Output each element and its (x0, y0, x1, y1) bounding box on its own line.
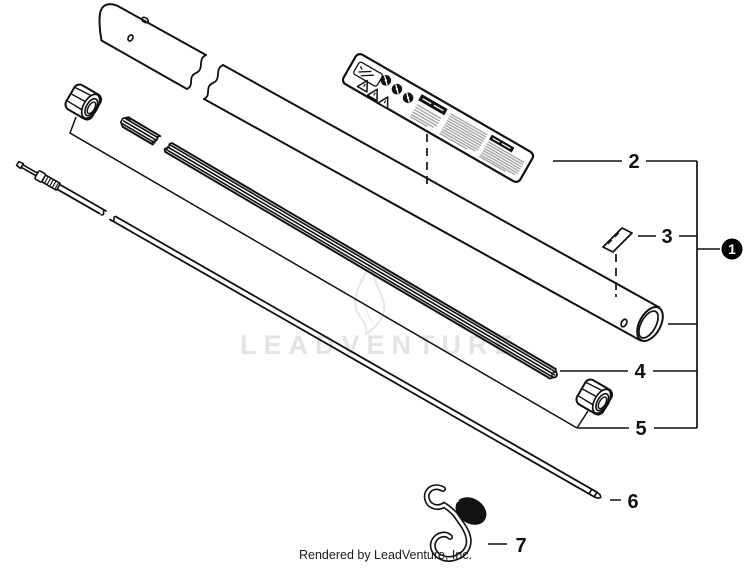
bushing-lower-part (575, 378, 614, 416)
bushing-facet-lines (67, 87, 92, 112)
cable-end-tip (588, 488, 602, 500)
bushing-facet-lines (578, 382, 603, 407)
tube-end-cap (98, 3, 122, 42)
hanger-hook-part (423, 484, 487, 562)
flexible-drive-shaft-part (15, 160, 602, 500)
callout-3[interactable]: 3 (661, 226, 672, 248)
prohibition-circle-icons (380, 75, 414, 104)
liner-tip-boss (551, 371, 558, 379)
decal-plate-marks (607, 232, 620, 245)
decal-plate-part (602, 227, 633, 253)
bushing-upper-part (64, 83, 103, 121)
flame-outline (354, 261, 386, 337)
callout-2[interactable]: 2 (628, 151, 639, 173)
hook-pad (455, 497, 487, 525)
shaft-thin-rod (20, 163, 39, 177)
tube-top-edge-b (222, 64, 661, 309)
tube-mount-hole-1 (140, 16, 150, 24)
knurl-lines (43, 175, 60, 190)
callout-7[interactable]: 7 (515, 535, 526, 557)
tube-bottom-edge-a (100, 39, 188, 90)
tube-mouth-inner (638, 310, 659, 339)
tube-mouth-outer (636, 306, 664, 342)
bushing-bore-inner (86, 101, 97, 115)
warning-label-sticker (341, 53, 535, 183)
tube-break-squiggle-2 (203, 64, 224, 100)
drive-shaft-liner-part (119, 116, 558, 380)
callout-5[interactable]: 5 (635, 418, 646, 440)
cable-segment-b (109, 215, 598, 498)
liner-right-tip (549, 368, 558, 380)
warning-header-bar-1 (418, 94, 448, 116)
hook-wire-core (425, 485, 471, 561)
cable-segment-a (56, 183, 107, 215)
leadventure-watermark-text: LEADVENTURE (240, 330, 520, 360)
tube-mount-hole-3 (620, 318, 628, 328)
warning-triangle-icons (356, 79, 389, 110)
decal-plate-outline (602, 227, 633, 253)
liner-break-squiggle-1 (151, 135, 161, 146)
callout-1-circle[interactable] (721, 238, 743, 260)
tube-bottom-edge-b (203, 98, 642, 342)
callout-leader-lines (69, 116, 720, 545)
callout-1-assembly-marker[interactable]: 1 (721, 238, 743, 260)
tube-mount-hole-2 (127, 34, 134, 42)
flame-inner-line (365, 299, 374, 323)
tube-break-squiggle-1 (186, 54, 207, 90)
cable-break-squiggle-1 (100, 209, 107, 216)
callout-1[interactable]: 1 (728, 241, 736, 257)
callout-4[interactable]: 4 (634, 361, 646, 383)
footer-credit: Rendered by LeadVenture, Inc. (299, 548, 473, 562)
tube-top-edge-a (119, 6, 207, 56)
leadventure-flame-icon (354, 261, 386, 337)
warning-label-outline (341, 53, 535, 183)
callout-6[interactable]: 6 (627, 491, 638, 513)
warning-label-fine-print (409, 94, 525, 176)
leader-5-from-lower-bushing (576, 410, 589, 429)
warning-label-pictogram-box (353, 61, 383, 87)
leader-5-from-upper-bushing (69, 116, 578, 429)
bushing-bore-inner (597, 396, 608, 410)
hook-pad-rim-highlight (456, 490, 485, 504)
drive-tube-part (98, 3, 664, 342)
